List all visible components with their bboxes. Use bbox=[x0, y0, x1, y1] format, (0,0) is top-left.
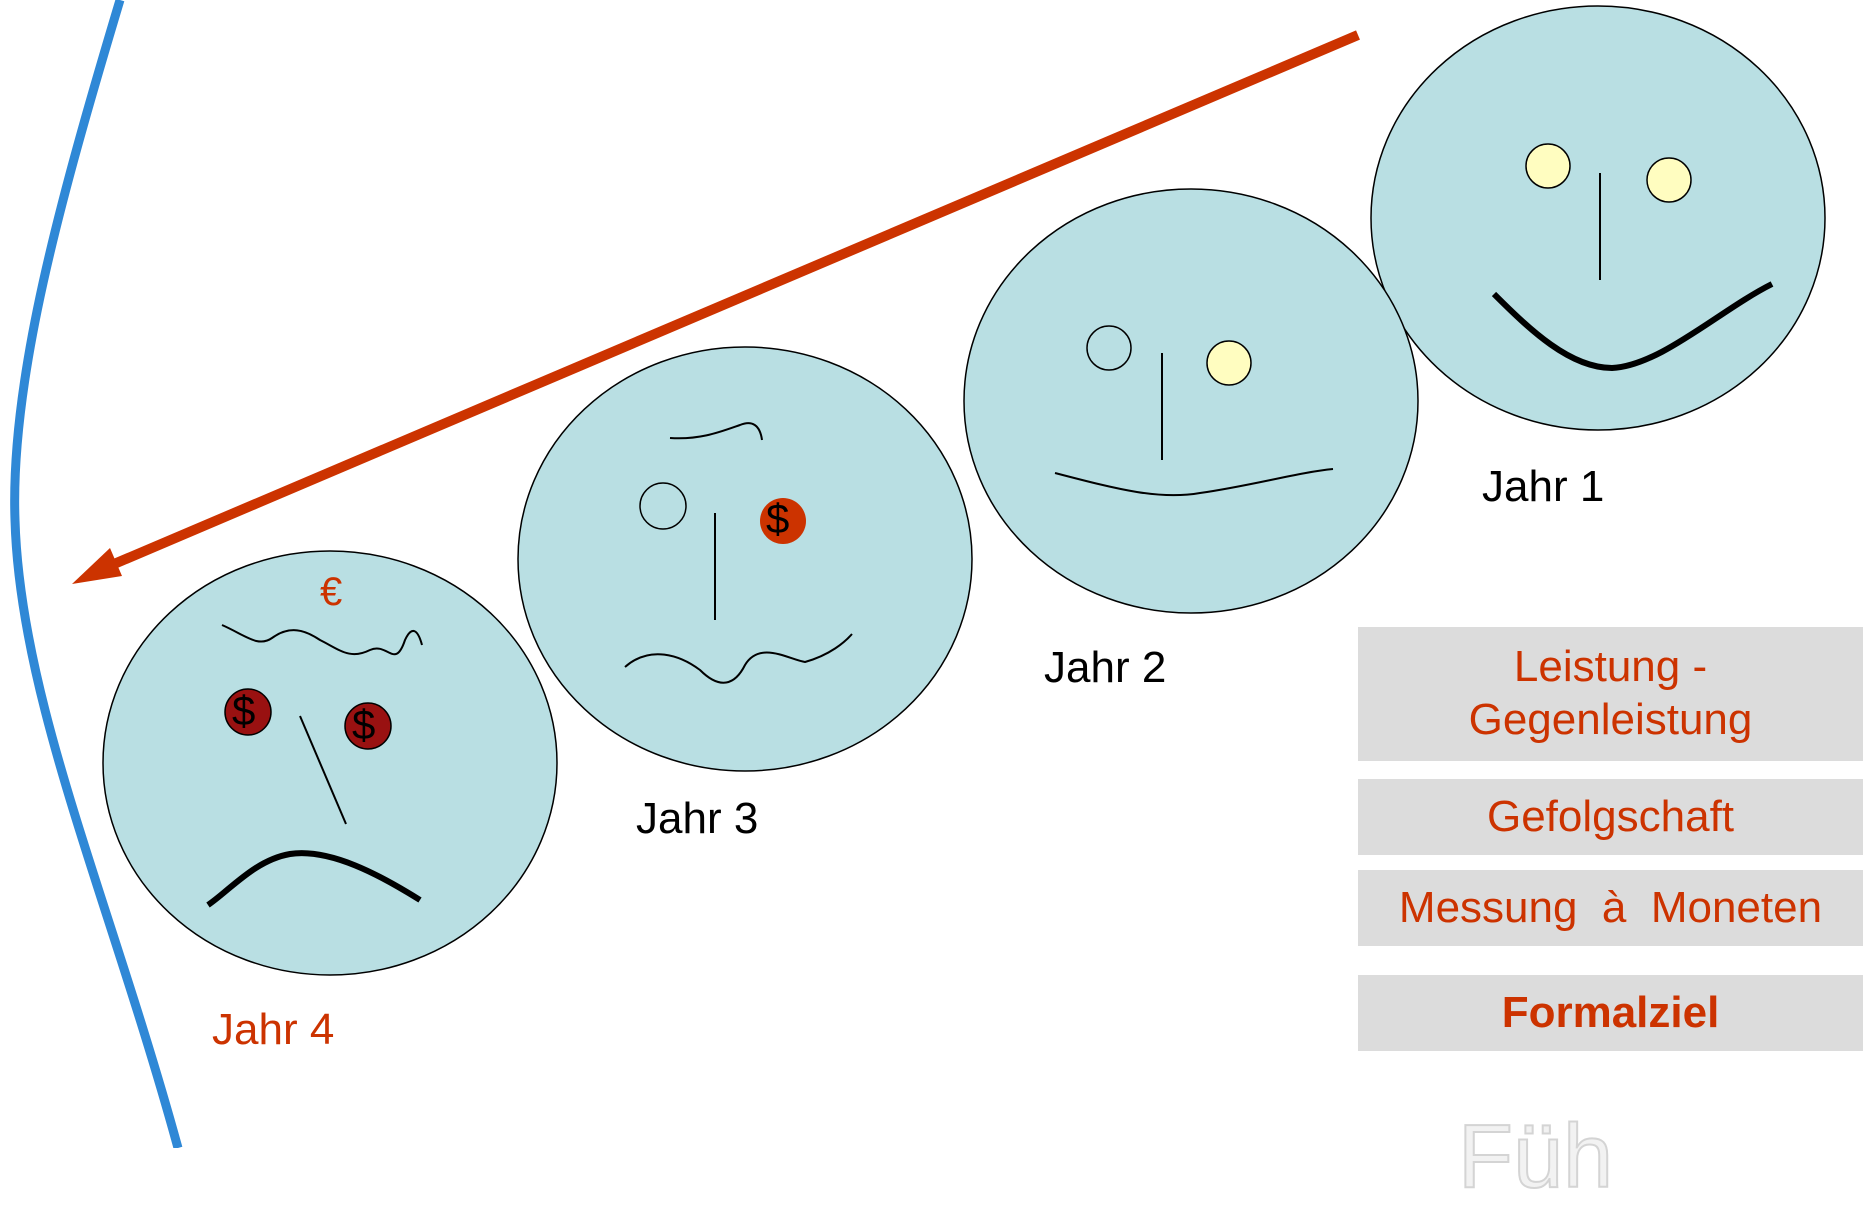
tag-line-1: Leistung - bbox=[1513, 642, 1708, 692]
diagram-graphics bbox=[10, 0, 1826, 1148]
tag-messung-moneten: Messung à Moneten bbox=[1358, 870, 1863, 946]
dollar-eye-left bbox=[224, 688, 272, 736]
eyebrow bbox=[221, 624, 423, 656]
label-jahr-1: Jahr 1 bbox=[1482, 462, 1605, 511]
dollar-symbol-jahr-4-left: $ bbox=[232, 687, 256, 734]
mouth-frown bbox=[206, 850, 422, 908]
face-jahr-3 bbox=[517, 346, 973, 772]
tag-formalziel: Formalziel bbox=[1358, 975, 1863, 1051]
label-jahr-2: Jahr 2 bbox=[1044, 643, 1167, 692]
eye-right bbox=[1646, 157, 1692, 203]
eye-left bbox=[639, 482, 687, 530]
label-jahr-4: Jahr 4 bbox=[212, 1005, 335, 1054]
face-jahr-2 bbox=[963, 188, 1419, 614]
dollar-eye bbox=[760, 498, 806, 544]
decline-arrow-line bbox=[98, 30, 1360, 575]
mouth-wavy bbox=[624, 633, 853, 684]
dollar-symbol-jahr-4-right: $ bbox=[352, 701, 376, 748]
face-jahr-4 bbox=[102, 550, 558, 976]
eyebrow bbox=[669, 422, 763, 441]
nose bbox=[299, 715, 347, 825]
tag-leistung-gegenleistung: Leistung - Gegenleistung bbox=[1358, 627, 1863, 761]
slide-title: MbO ? bbox=[244, 0, 574, 15]
tag-gefolgschaft: Gefolgschaft bbox=[1358, 779, 1863, 855]
dollar-symbol-jahr-3: $ bbox=[766, 495, 790, 542]
eye-right bbox=[1206, 340, 1252, 386]
timeline-curve bbox=[10, 0, 183, 1148]
dollar-eye-right bbox=[344, 702, 392, 750]
eye-left bbox=[1086, 325, 1132, 371]
decline-arrow-head bbox=[72, 548, 122, 584]
mouth-smile bbox=[1491, 281, 1774, 372]
eye-left bbox=[1525, 143, 1571, 189]
euro-symbol: € bbox=[320, 570, 343, 614]
faded-heading-fragment: Füh bbox=[1457, 1107, 1614, 1207]
label-jahr-3: Jahr 3 bbox=[636, 794, 759, 843]
slide-canvas: MbO ? bbox=[10, 0, 1863, 1203]
mouth-flat bbox=[1054, 468, 1334, 497]
tag-line-2: Gegenleistung bbox=[1468, 695, 1753, 744]
face-jahr-1 bbox=[1370, 5, 1826, 431]
